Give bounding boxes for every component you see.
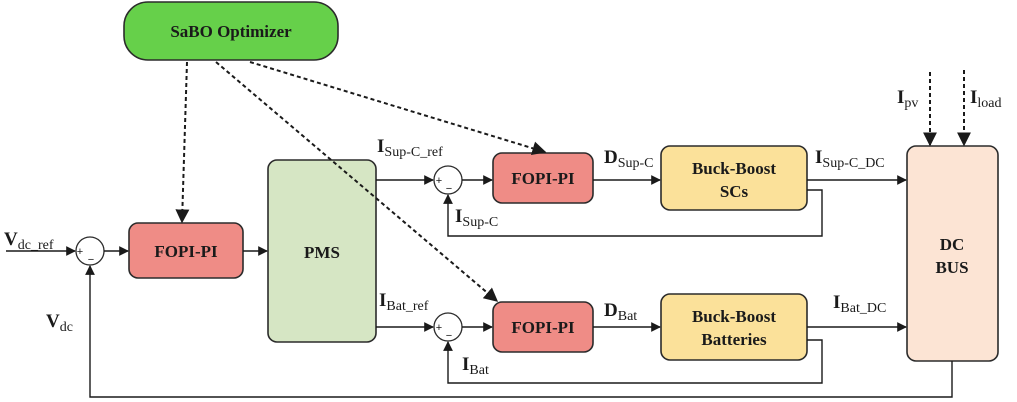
- sum-junction-main: + −: [75, 236, 105, 266]
- vdc-feedback-path: [85, 265, 953, 398]
- signal-labels: Vdc_ref Vdc ISup-C_ref ISup-C DSup-C ISu…: [4, 87, 1002, 378]
- buckboost-bat-block: Buck-Boost Batteries: [660, 293, 808, 361]
- pms-block: PMS: [267, 159, 377, 343]
- fopi-pi-main-block: FOPI-PI: [128, 222, 244, 279]
- sabo-optimizer-block: SaBO Optimizer: [123, 1, 339, 61]
- sum-bat-minus: −: [446, 330, 452, 342]
- ibat-ref-label: IBat_ref: [379, 290, 429, 314]
- fopi-pi-bat-block: FOPI-PI: [492, 301, 594, 353]
- dbat-label: DBat: [604, 300, 637, 324]
- ipv-label: Ipv: [897, 87, 918, 111]
- sum-junction-supc: + −: [433, 165, 463, 195]
- dsupc-label: DSup-C: [604, 147, 654, 171]
- sum-supc-plus: +: [436, 175, 442, 187]
- fopi-pi-supc-block: FOPI-PI: [492, 152, 594, 204]
- sum-bat-plus: +: [436, 322, 442, 334]
- buckboost-bat-box: [660, 293, 808, 361]
- fopi-supc-label: FOPI-PI: [511, 169, 575, 188]
- sum-main-plus: +: [77, 246, 83, 258]
- dc-bus-block: DC BUS: [906, 145, 999, 362]
- optimizer-dashed-links: [175, 61, 971, 302]
- signal-wires: [6, 175, 953, 398]
- isupc-ref-label: ISup-C_ref: [377, 136, 443, 160]
- fopi-bat-label: FOPI-PI: [511, 318, 575, 337]
- optimizer-label: SaBO Optimizer: [170, 22, 292, 41]
- sum-junction-bat: + −: [433, 312, 463, 342]
- ibat-feedback-path: [443, 339, 823, 384]
- isupc-dc-label: ISup-C_DC: [815, 147, 885, 171]
- pms-box: [267, 159, 377, 343]
- ibat-dc-label: IBat_DC: [833, 292, 886, 316]
- optimizer-to-fopi-supc-link: [249, 61, 547, 156]
- buckboost-scs-label-1: Buck-Boost: [692, 159, 776, 178]
- sum-main-minus: −: [88, 254, 94, 266]
- fopi-main-label: FOPI-PI: [154, 242, 218, 261]
- buckboost-scs-label-2: SCs: [720, 182, 749, 201]
- sum-supc-minus: −: [446, 183, 452, 195]
- buckboost-scs-box: [660, 145, 808, 211]
- vdc-ref-label: Vdc_ref: [4, 229, 54, 253]
- optimizer-box: [123, 1, 339, 61]
- buckboost-bat-label-1: Buck-Boost: [692, 307, 776, 326]
- dc-bus-label-1: DC: [940, 235, 965, 254]
- iload-label: Iload: [970, 87, 1002, 111]
- isupc-feedback-path: [443, 189, 823, 237]
- vdc-label: Vdc: [46, 311, 73, 335]
- buckboost-bat-label-2: Batteries: [701, 330, 767, 349]
- isupc-label: ISup-C: [455, 206, 498, 230]
- buckboost-scs-block: Buck-Boost SCs: [660, 145, 808, 211]
- ibat-label: IBat: [462, 354, 489, 378]
- optimizer-to-fopi-bat-link: [215, 61, 499, 302]
- dc-bus-label-2: BUS: [935, 258, 968, 277]
- pms-label: PMS: [304, 243, 340, 262]
- optimizer-to-fopi-main-link: [175, 61, 190, 224]
